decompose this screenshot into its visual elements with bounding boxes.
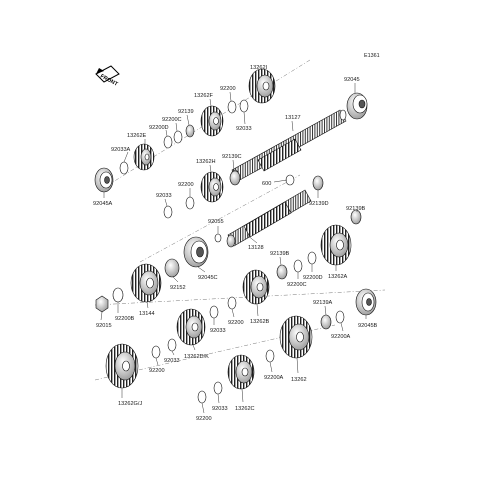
- part-labels: 13262I 92045 92200 13262F 92139 92200C 9…: [93, 65, 378, 422]
- label-92139D: 92139D: [309, 201, 329, 207]
- washer-92200C-upper: [173, 130, 183, 144]
- bearing-92045A: [94, 167, 114, 193]
- axis-lower-shaft: [139, 174, 301, 263]
- collar-92139A: [320, 314, 332, 330]
- label-92200D-mid: 92200D: [303, 275, 323, 281]
- ring-600: [285, 174, 295, 186]
- collar-92139D: [312, 175, 324, 191]
- label-92200-d: 92200: [149, 368, 165, 374]
- label-13262E: 13262E: [127, 133, 147, 139]
- label-13262I: 13262I: [250, 65, 268, 71]
- bearing-92045: [346, 92, 368, 120]
- label-92055: 92055: [208, 219, 224, 225]
- oring-92055: [214, 233, 222, 243]
- label-600: 600: [262, 181, 271, 187]
- bearing-92045C: [183, 236, 209, 268]
- label-13128: 13128: [248, 245, 264, 251]
- label-92200-bottom: 92200: [196, 416, 212, 422]
- label-92200A-low: 92200A: [264, 375, 284, 381]
- label-13262DK: 13262D/K: [184, 354, 209, 360]
- collar-92139B-right: [350, 209, 362, 225]
- label-13262A: 13262A: [328, 274, 348, 280]
- label-92033A: 92033A: [111, 147, 131, 153]
- input-shaft-13128: [226, 189, 312, 248]
- gear-13262E: [133, 143, 155, 171]
- label-13262: 13262: [291, 377, 307, 383]
- washer-92033-bottom: [213, 381, 223, 395]
- washer-92033-mid: [163, 205, 173, 219]
- washer-92200-bottom: [197, 390, 207, 404]
- label-92200C-top: 92200C: [162, 117, 182, 123]
- label-92033-lower: 92033: [164, 358, 180, 364]
- label-92200A-right: 92200A: [331, 334, 351, 340]
- nut-92015: [95, 295, 109, 313]
- gear-13262I: [248, 68, 276, 104]
- label-92139B-right: 92139B: [346, 206, 366, 212]
- label-92200-b: 92200: [178, 182, 194, 188]
- gear-13262GJ: [105, 343, 139, 389]
- gear-13262C: [227, 354, 255, 390]
- washer-92033-upper: [239, 99, 249, 113]
- gear-13262A: [320, 224, 352, 266]
- washer-92033-lower: [167, 338, 177, 352]
- label-92033-low: 92033: [210, 328, 226, 334]
- bearing-92045B: [355, 288, 377, 316]
- gear-13262DK: [176, 308, 206, 346]
- label-92033-bottom: 92033: [212, 406, 228, 412]
- label-92139C: 92139C: [222, 154, 242, 160]
- gear-13262F: [200, 105, 224, 137]
- label-92200-c: 92200: [228, 320, 244, 326]
- collar-92139B-center: [276, 264, 288, 280]
- label-13262C: 13262C: [235, 406, 255, 412]
- washer-92200C-mid: [293, 259, 303, 273]
- washer-92200-d: [151, 345, 161, 359]
- label-13262H: 13262H: [196, 159, 216, 165]
- label-92045A: 92045A: [93, 201, 113, 207]
- front-marker: FRONT: [95, 65, 120, 88]
- label-13262GJ: 13262G/J: [118, 401, 142, 407]
- washer-92200A-low: [265, 349, 275, 363]
- label-92139: 92139: [178, 109, 194, 115]
- label-92139B-center: 92139B: [270, 251, 290, 257]
- label-92139A: 92139A: [313, 300, 333, 306]
- label-92033-mid: 92033: [156, 193, 172, 199]
- label-92200-a: 92200: [220, 86, 236, 92]
- washer-92033A: [119, 161, 129, 175]
- gear-13262: [279, 315, 313, 359]
- label-92200B: 92200B: [115, 316, 135, 322]
- collar-92139C: [229, 170, 241, 186]
- washer-92200-upper: [227, 100, 237, 114]
- washer-92200B: [112, 287, 124, 303]
- label-92200D-top: 92200D: [149, 125, 169, 131]
- label-13144: 13144: [139, 311, 155, 317]
- diagram-code: E1361: [364, 53, 380, 59]
- bushing-92139-upper: [185, 124, 195, 138]
- label-92045B: 92045B: [358, 323, 378, 329]
- label-92033-top: 92033: [236, 126, 252, 132]
- label-13262B: 13262B: [250, 319, 270, 325]
- axis-mid-row: [94, 289, 386, 306]
- seal-92152: [164, 258, 180, 278]
- washer-92200D-mid: [307, 251, 317, 265]
- label-92200C-mid: 92200C: [287, 282, 307, 288]
- label-92015: 92015: [96, 323, 112, 329]
- sprocket-13144: [130, 263, 162, 303]
- label-92152: 92152: [170, 285, 186, 291]
- label-92045C: 92045C: [198, 275, 218, 281]
- axis-low-row: [94, 324, 336, 381]
- washer-92200-c: [227, 296, 237, 310]
- label-92045: 92045: [344, 77, 360, 83]
- leader-lines: [100, 71, 367, 414]
- label-13127: 13127: [285, 115, 301, 121]
- washer-92200D-upper: [163, 135, 173, 149]
- washer-92033-low: [209, 305, 219, 319]
- washer-92200A-right: [335, 310, 345, 324]
- gear-13262B: [242, 269, 270, 305]
- gear-13262H: [200, 171, 224, 203]
- washer-92200-mid: [185, 196, 195, 210]
- label-13262F: 13262F: [194, 93, 214, 99]
